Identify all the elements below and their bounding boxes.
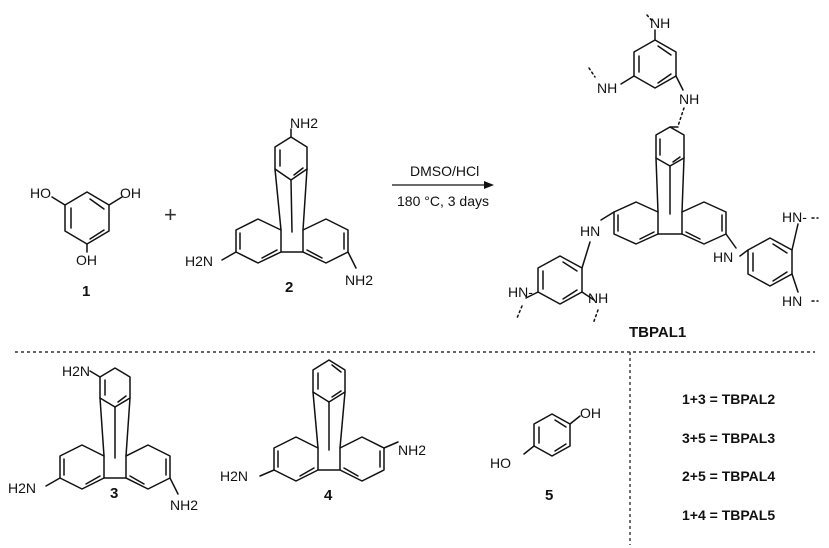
compound-3: H2N H2N NH2 3 [8,363,198,513]
nh-label: NH [679,91,699,107]
nh-label: HN- [508,284,533,300]
reagent-label: DMSO/HCl [410,163,479,179]
nh2-label: NH2 [398,442,426,458]
compound-number: 1 [82,283,90,300]
compound-number: 2 [285,279,293,296]
nh2-label: NH2 [290,115,318,131]
combination-item: 1+3 = TBPAL2 [682,391,775,407]
oh-label: HO [490,455,511,471]
oh-label: HO [30,185,51,201]
compound-2: NH2 H2N NH2 2 [185,115,373,296]
combination-item: 2+5 = TBPAL4 [682,468,775,484]
reaction-arrow: DMSO/HCl 180 °C, 3 days [392,163,494,209]
compound-number: 5 [545,487,553,504]
combination-item: 3+5 = TBPAL3 [682,430,775,446]
plus-sign: + [164,202,177,227]
compound-number: 4 [324,487,333,504]
compound-5: OH HO 5 [490,405,601,504]
compound-number: 3 [110,485,118,502]
combination-list: 1+3 = TBPAL2 3+5 = TBPAL3 2+5 = TBPAL4 1… [682,391,775,523]
nh2-label: H2N [220,468,248,484]
nh-label: HN [782,293,802,309]
oh-label: OH [76,252,97,268]
nh-label: NH [588,290,608,306]
condition-label: 180 °C, 3 days [397,193,489,209]
product-name: TBPAL1 [629,324,686,341]
nh-label: NH [650,15,670,31]
combination-item: 1+4 = TBPAL5 [682,507,775,523]
compound-4: H2N NH2 4 [220,359,426,504]
nh2-label: H2N [185,253,213,269]
nh-label: NH [597,80,617,96]
nh2-label: H2N [8,480,36,496]
compound-1: HO OH OH 1 [30,185,141,300]
nh2-label: NH2 [345,272,373,288]
nh2-label: H2N [62,363,90,379]
nh2-label: NH2 [170,497,198,513]
oh-label: OH [120,185,141,201]
nh-label: HN [580,223,600,239]
nh-label: HN [713,249,733,265]
nh-label: HN- [782,209,807,225]
product-tbpal1: NH NH NH HN HN HN- NH [508,14,819,341]
oh-label: OH [580,405,601,421]
